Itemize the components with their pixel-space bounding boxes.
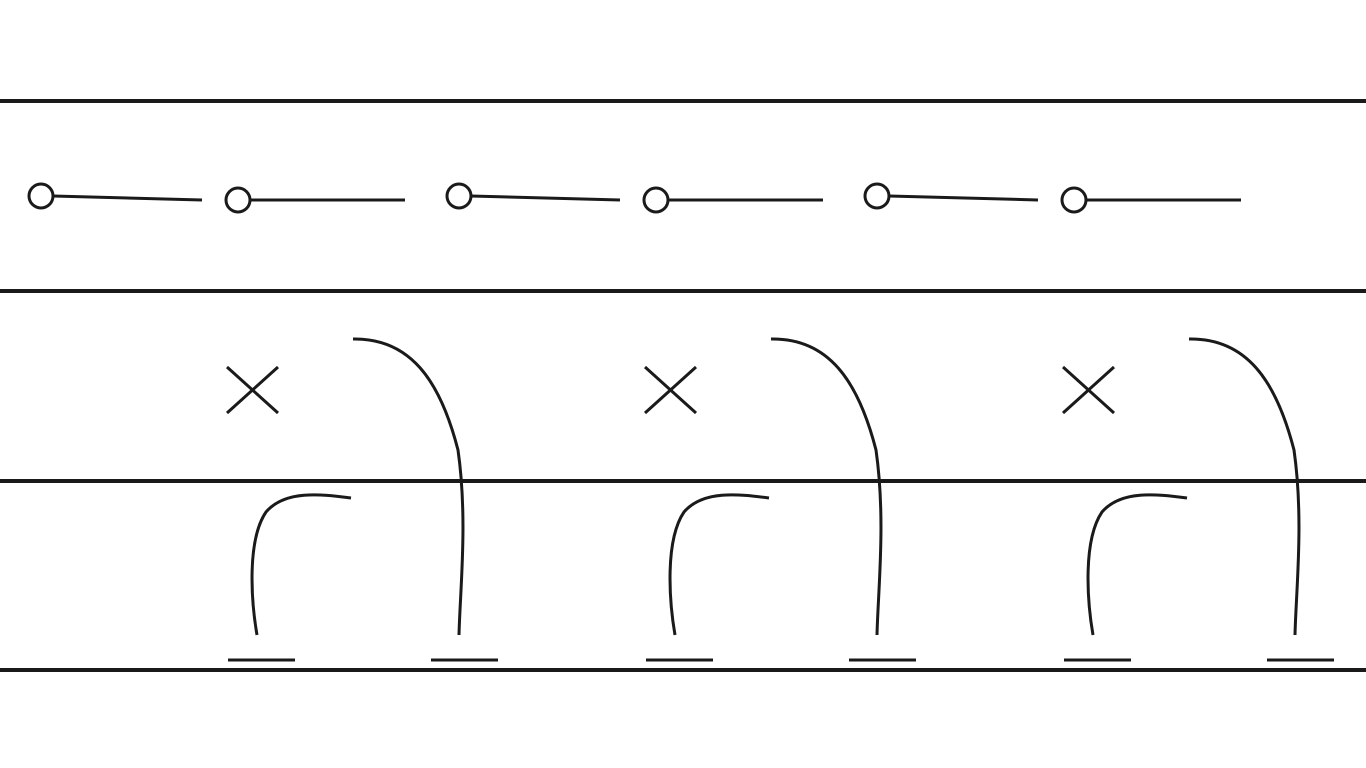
motif-group-2 [643, 337, 916, 662]
pin-2-head [224, 186, 252, 214]
motif-group-3 [1061, 337, 1334, 662]
short-hook [1086, 493, 1188, 636]
pin-6-head [1060, 186, 1088, 214]
tall-hook [770, 337, 883, 636]
staff-lines [0, 99, 1366, 672]
pin-3-head [445, 182, 473, 210]
pin-4 [642, 186, 823, 214]
pin-5-head [863, 182, 891, 210]
cross-mark [225, 365, 280, 415]
pin-1-head [27, 182, 55, 210]
cross-mark [643, 365, 698, 415]
tall-hook [352, 337, 465, 636]
cross-mark [1061, 365, 1116, 415]
tall-hook [1188, 337, 1301, 636]
motif-group-1 [225, 337, 498, 662]
cross-stroke-b [643, 365, 698, 415]
motif-groups [225, 337, 1334, 662]
pin-5 [863, 182, 1039, 210]
pin-3 [445, 182, 621, 210]
pin-row [27, 182, 1241, 214]
short-hook [668, 493, 770, 636]
pin-6 [1060, 186, 1241, 214]
pin-3-stick [470, 194, 621, 202]
pin-1-stick [52, 194, 203, 202]
cross-stroke-b [1061, 365, 1116, 415]
pin-2 [224, 186, 405, 214]
pin-1 [27, 182, 203, 210]
pin-4-head [642, 186, 670, 214]
short-hook [250, 493, 352, 636]
cross-stroke-b [225, 365, 280, 415]
pin-5-stick [888, 194, 1039, 202]
